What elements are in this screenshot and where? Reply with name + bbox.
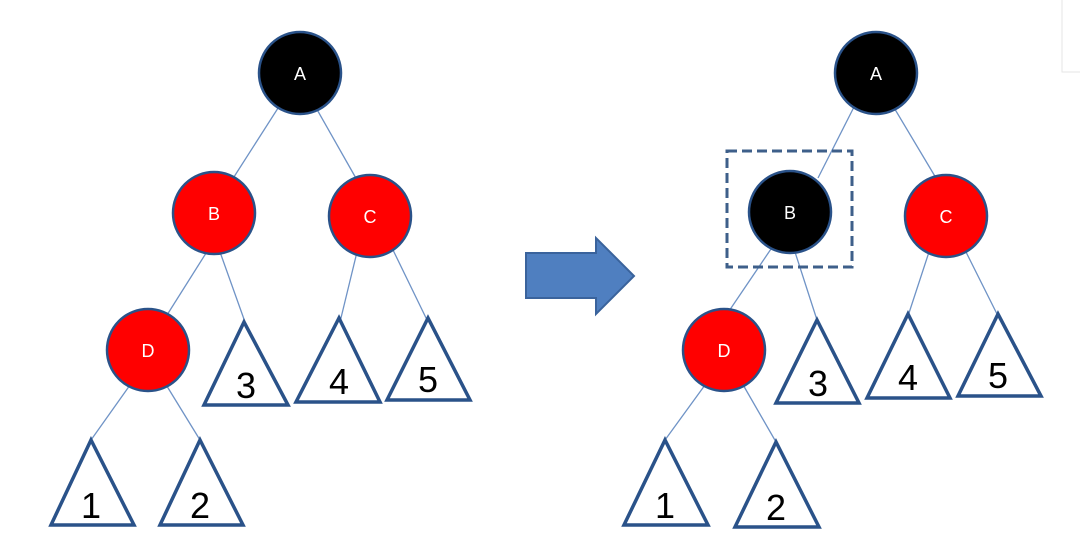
subtree-3-after-label: 3 <box>808 363 828 404</box>
node-d-after-label: D <box>718 341 731 361</box>
node-a-label: A <box>294 64 306 84</box>
tree-before: A B C D 3 4 5 1 <box>48 30 473 527</box>
node-d-label: D <box>142 341 155 361</box>
subtree-5: 5 <box>384 314 473 402</box>
subtree-1-label: 1 <box>81 485 101 526</box>
edge-a-b-after <box>817 104 856 179</box>
node-d-after: D <box>681 307 767 393</box>
edge-a-c <box>314 105 358 181</box>
subtree-3-after: 3 <box>773 316 862 405</box>
node-c-label: C <box>364 207 377 227</box>
edge-b-d <box>166 249 209 316</box>
edge-d-s2-after <box>741 382 777 443</box>
subtree-5-after: 5 <box>955 310 1044 398</box>
subtree-1-after-label: 1 <box>655 485 675 526</box>
subtree-1-after: 1 <box>621 436 711 527</box>
edge-a-b <box>231 104 281 181</box>
edge-c-s4-after <box>907 251 930 317</box>
subtree-2-after-label: 2 <box>766 487 786 528</box>
subtree-5-label: 5 <box>418 359 438 400</box>
node-b-after: B <box>747 169 833 255</box>
subtree-2-label: 2 <box>190 485 210 526</box>
node-a-after-label: A <box>870 64 882 84</box>
edge-b-d-after <box>726 245 774 315</box>
edge-d-s1 <box>90 384 131 441</box>
tree-after: A B C D 3 4 5 1 <box>621 30 1044 529</box>
edge-c-s4 <box>339 251 358 323</box>
edge-b-s3-after <box>794 251 818 321</box>
subtree-1: 1 <box>48 436 137 527</box>
node-c-after: C <box>903 173 989 259</box>
subtree-2-after: 2 <box>732 438 822 529</box>
edge-c-s5-after <box>964 249 999 317</box>
subtree-5-after-label: 5 <box>988 355 1008 396</box>
frame-corner <box>1061 0 1080 73</box>
subtree-3-label: 3 <box>236 365 256 406</box>
subtree-2: 2 <box>157 436 246 527</box>
node-b-label: B <box>208 204 220 224</box>
subtree-3: 3 <box>201 318 291 407</box>
edge-d-s1-after <box>664 384 706 441</box>
edge-c-s5 <box>392 249 429 323</box>
node-c: C <box>327 173 413 259</box>
edge-d-s2 <box>164 382 201 441</box>
node-c-after-label: C <box>940 207 953 227</box>
node-b-after-label: B <box>784 203 796 223</box>
node-a: A <box>257 30 343 116</box>
right-arrow-icon <box>525 235 636 317</box>
node-d: D <box>105 307 191 393</box>
edge-a-c-after <box>892 105 937 179</box>
subtree-4-after-label: 4 <box>898 357 918 398</box>
node-a-after: A <box>833 30 919 116</box>
subtree-4-after: 4 <box>864 310 953 400</box>
highlight-box <box>725 149 854 269</box>
subtree-4: 4 <box>293 314 383 404</box>
subtree-4-label: 4 <box>329 361 349 402</box>
node-b: B <box>171 170 257 256</box>
edge-b-s3 <box>219 251 246 323</box>
